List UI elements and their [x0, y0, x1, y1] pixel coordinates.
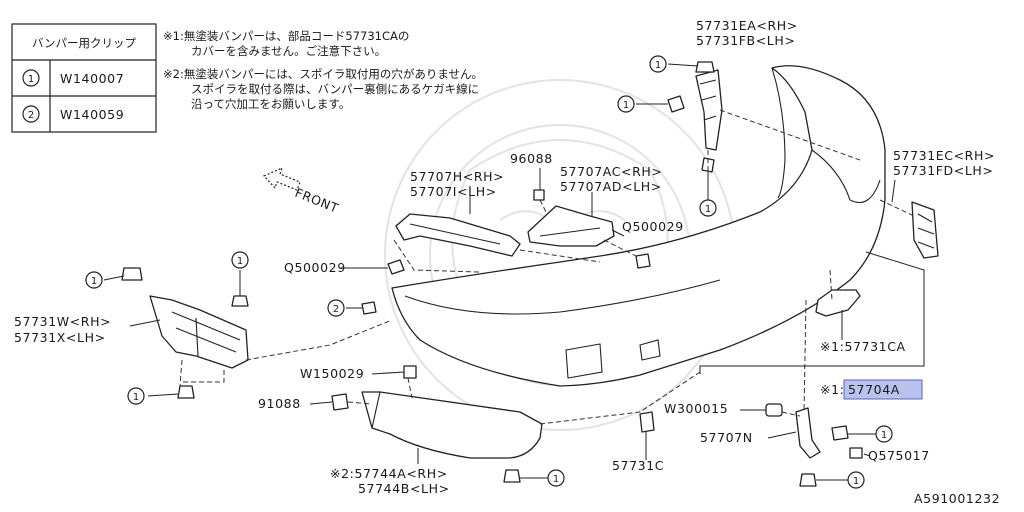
callout-mark: 1 — [853, 476, 859, 487]
label-96088: 96088 — [510, 151, 553, 166]
note-2-line-2: スポイラを取付る際は、バンパー裏側にあるケガキ線に — [191, 82, 479, 96]
clip-w150029 — [403, 365, 417, 379]
callout-marks: 1 1 1 1 1 1 2 1 1 1 — [85, 55, 893, 489]
bracket-57731ea — [695, 69, 723, 151]
front-direction-arrow: FRONT — [262, 166, 341, 216]
cover-57731ca — [815, 289, 861, 317]
label-57731ea: 57731EA<RH> — [696, 18, 798, 33]
label-57707h: 57707H<RH> — [410, 169, 504, 184]
clip-graphics — [121, 61, 863, 487]
label-57731fb: 57731FB<LH> — [696, 33, 795, 48]
label-57707ac: 57707AC<RH> — [560, 164, 662, 179]
label-57704a-prefix: ※1: — [820, 382, 844, 397]
label-57707n: 57707N — [700, 430, 753, 445]
label-57744a: ※2:57744A<RH> — [330, 466, 448, 481]
callout-mark: 1 — [553, 474, 559, 485]
callout-mark: 2 — [333, 304, 339, 315]
label-57707ad: 57707AD<LH> — [560, 179, 662, 194]
label-91088: 91088 — [258, 396, 301, 411]
label-q500029-right: Q500029 — [622, 219, 684, 234]
label-57731c: 57731C — [612, 458, 664, 473]
label-w150029: W150029 — [300, 366, 364, 381]
clip-table-header: バンパー用クリップ — [32, 36, 137, 50]
note-2-line-3: 沿って穴加工をお願いします。 — [191, 97, 350, 111]
lower-spoiler-57744a — [361, 391, 543, 459]
diagram-id: A591001232 — [914, 491, 1000, 506]
label-57707i: 57707I<LH> — [410, 184, 497, 199]
note-1-line-2: カバーを含みません。ご注意下さい。 — [191, 44, 386, 58]
notes: ※1:無塗装バンパーは、部品コード57731CAの カバーを含みません。ご注意下… — [163, 29, 483, 111]
callout-mark: 1 — [91, 276, 97, 287]
callout-mark: 1 — [133, 392, 139, 403]
note-2-line-1: ※2:無塗装バンパーには、スポイラ取付用の穴がありません。 — [163, 67, 483, 81]
spacer-w300015 — [765, 403, 783, 417]
bracket-57731ec — [911, 201, 939, 259]
clip-table: バンパー用クリップ 1 W140007 2 W140059 — [11, 23, 157, 133]
bracket-57707n — [795, 407, 821, 459]
callout-mark: 1 — [655, 60, 661, 71]
callout-mark: 1 — [623, 100, 629, 111]
label-57731fd: 57731FD<LH> — [893, 163, 994, 178]
label-57731ec: 57731EC<RH> — [893, 148, 995, 163]
bracket-57731w — [149, 295, 249, 369]
bracket-57707ac — [527, 205, 615, 247]
clip-table-row1-code: W140007 — [60, 71, 124, 86]
leader-lines — [103, 63, 925, 481]
piece-57731c — [639, 411, 655, 433]
note-1-line-1: ※1:無塗装バンパーは、部品コード57731CAの — [163, 29, 409, 43]
part-labels: 57731EA<RH> 57731FB<LH> 57731EC<RH> 5773… — [14, 18, 1000, 506]
label-q500029-left: Q500029 — [284, 260, 346, 275]
callout-mark: 1 — [705, 204, 711, 215]
clip-table-row2-mark: 2 — [28, 110, 34, 121]
label-q575017: Q575017 — [868, 448, 930, 463]
callout-mark: 1 — [881, 430, 887, 441]
rear-bumper-cover — [391, 65, 886, 387]
label-57731x: 57731X<LH> — [14, 330, 106, 345]
front-label: FRONT — [293, 185, 341, 216]
label-57744b: 57744B<LH> — [358, 481, 450, 496]
clip-table-row2-code: W140059 — [60, 107, 124, 122]
callout-mark: 1 — [237, 256, 243, 267]
clip-table-row1-mark: 1 — [28, 74, 34, 85]
label-w300015: W300015 — [664, 401, 728, 416]
bracket-57707h — [395, 213, 521, 257]
label-57704a[interactable]: 57704A — [848, 382, 900, 397]
label-57704a-highlight — [843, 379, 923, 400]
label-57731ca: ※1:57731CA — [820, 339, 906, 354]
label-57731w: 57731W<RH> — [14, 314, 111, 329]
assembly-lines — [179, 109, 913, 425]
